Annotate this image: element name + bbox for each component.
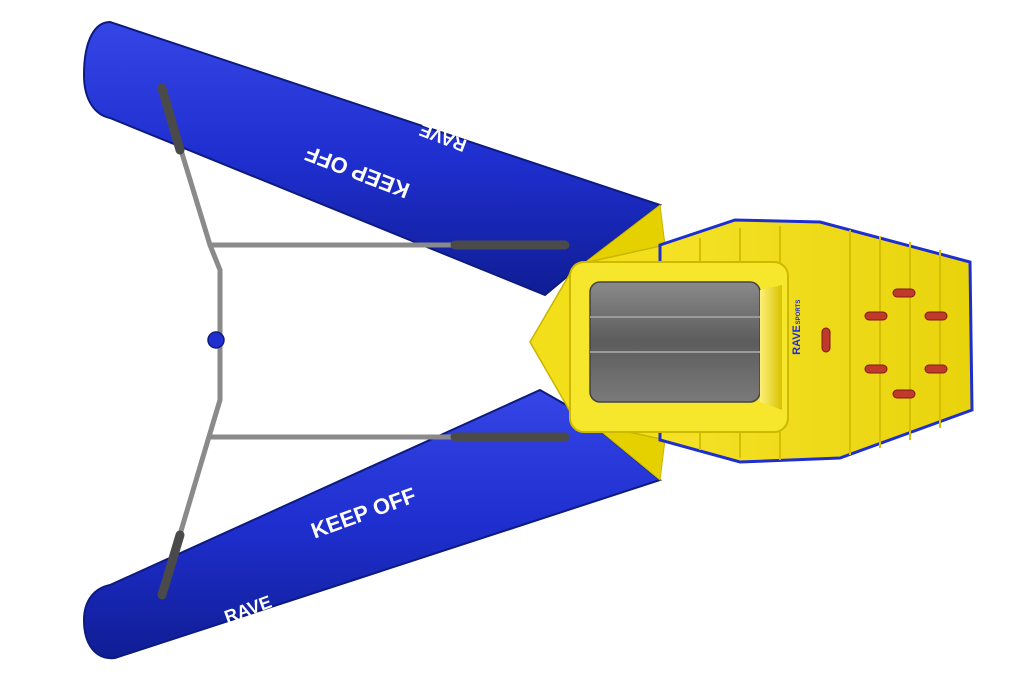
handle-icon (892, 389, 916, 399)
frame-connector (207, 331, 225, 349)
handle-icon (864, 364, 888, 374)
handle-icon (924, 364, 948, 374)
handle-icon (892, 288, 916, 298)
deck-brand-logo: RAVE (791, 325, 803, 355)
rail-grips (157, 83, 570, 600)
deck-brand-sub-logo: SPORTS (796, 300, 802, 325)
slide-platform (569, 261, 789, 433)
bottom-tube: KEEP OFF RAVE (82, 388, 663, 660)
top-tube: KEEP OFF RAVE (82, 20, 663, 297)
deck-handles (821, 288, 948, 399)
handle-icon (864, 311, 888, 321)
handle-icon (821, 327, 831, 353)
handle-icon (924, 311, 948, 321)
gray-mat (589, 281, 761, 403)
